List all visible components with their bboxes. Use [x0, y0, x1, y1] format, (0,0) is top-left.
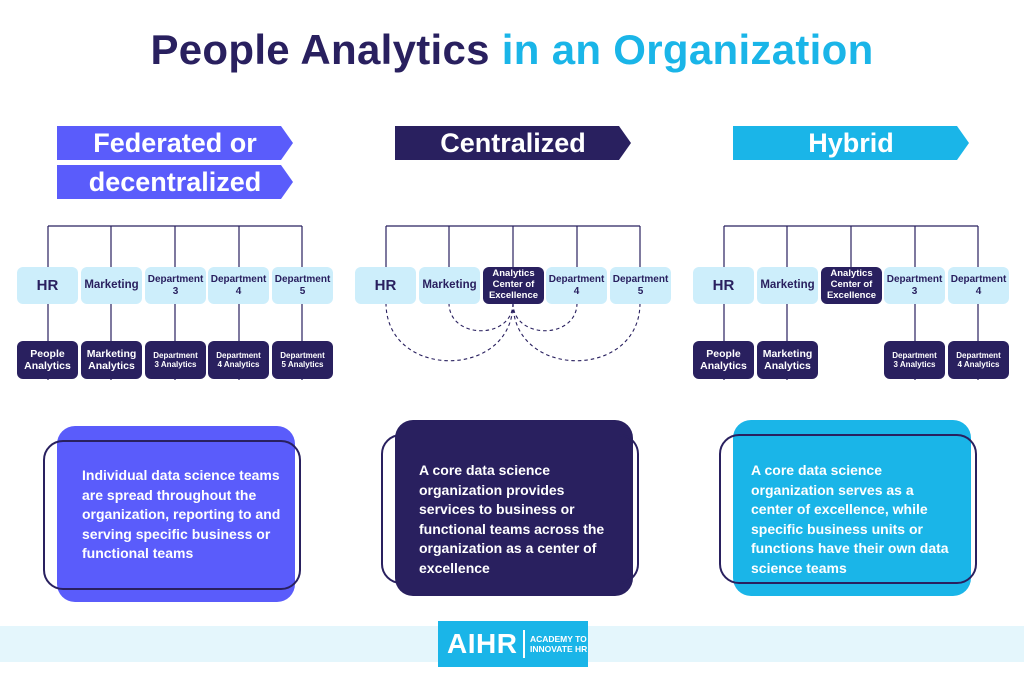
federated-unit-marketing: Marketing [81, 267, 142, 304]
federated-unit-department-4: Department 4 [208, 267, 269, 304]
aihr-logo: AIHR ACADEMY TO INNOVATE HR [438, 621, 588, 667]
federated-unit-hr: HR [17, 267, 78, 304]
centralized-unit-marketing: Marketing [419, 267, 480, 304]
hybrid-card-outline [719, 434, 977, 584]
federated-banner-line-1: Federated or [57, 126, 293, 160]
hybrid-team-department-3-analytics: Department 3 Analytics [884, 341, 945, 379]
logo-tagline-line-2: INNOVATE HR [529, 644, 588, 654]
hybrid-unit-marketing: Marketing [757, 267, 818, 304]
hybrid-unit-department-4: Department 4 [948, 267, 1009, 304]
centralized-banner: Centralized [395, 126, 631, 160]
centralized-card [395, 420, 633, 596]
federated-unit-department-3: Department 3 [145, 267, 206, 304]
federated-card [57, 426, 295, 602]
logo-divider [523, 630, 525, 658]
federated-banner-line-2: decentralized [57, 165, 293, 199]
service-arcs [385, 302, 641, 362]
hybrid-description: A core data science organization serves … [751, 462, 949, 576]
logo-mark: AIHR [447, 628, 518, 659]
title-part-2: in an Organization [501, 26, 874, 73]
centralized-unit-hr: HR [355, 267, 416, 304]
centralized-card-outline [381, 434, 639, 584]
federated-team-department-5-analytics: Department 5 Analytics [272, 341, 333, 379]
hybrid-team-department-4-analytics: Department 4 Analytics [948, 341, 1009, 379]
hybrid-unit-hr: HR [693, 267, 754, 304]
federated-team-department-3-analytics: Department 3 Analytics [145, 341, 206, 379]
hybrid-team-marketing-analytics: Marketing Analytics [757, 341, 818, 379]
federated-team-marketing-analytics: Marketing Analytics [81, 341, 142, 379]
hybrid-unit-department-3: Department 3 [884, 267, 945, 304]
hybrid-card [733, 420, 971, 596]
page-title: People Analytics in an Organization [0, 26, 1024, 74]
centralized-description: A core data science organization provide… [419, 462, 605, 576]
hybrid-analytics-center-of-excellence: Analytics Center of Excellence [821, 267, 882, 304]
federated-team-people-analytics: People Analytics [17, 341, 78, 379]
federated-card-outline [43, 440, 301, 590]
federated-team-department-4-analytics: Department 4 Analytics [208, 341, 269, 379]
logo-tagline: ACADEMY TO INNOVATE HR [530, 634, 587, 654]
centralized-analytics-center-of-excellence: Analytics Center of Excellence [483, 267, 544, 304]
federated-unit-department-5: Department 5 [272, 267, 333, 304]
hybrid-team-people-analytics: People Analytics [693, 341, 754, 379]
federated-description: Individual data science teams are spread… [82, 467, 281, 561]
centralized-unit-department-4: Department 4 [546, 267, 607, 304]
hybrid-banner: Hybrid [733, 126, 969, 160]
logo-tagline-line-1: ACADEMY TO [529, 634, 587, 644]
centralized-unit-department-5: Department 5 [610, 267, 671, 304]
title-part-1: People Analytics [150, 26, 490, 73]
